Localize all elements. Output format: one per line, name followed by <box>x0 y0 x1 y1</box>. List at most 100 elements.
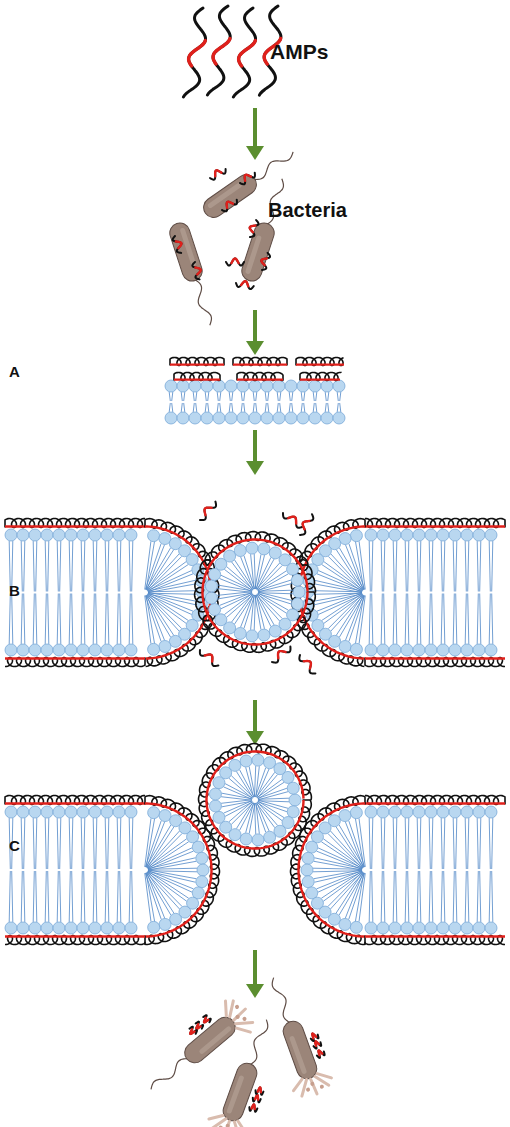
process-arrow <box>253 310 257 343</box>
peptide-layer <box>5 519 219 667</box>
lipid-head <box>321 380 333 392</box>
peptide-strand <box>316 1049 326 1059</box>
lipid-tail <box>258 788 288 800</box>
lipid-tail <box>69 871 73 922</box>
lipid-head <box>148 921 160 933</box>
peptide-strand <box>207 6 230 95</box>
lipid-tail <box>129 818 133 869</box>
lipid-tail <box>301 403 305 412</box>
flagellum <box>251 149 295 183</box>
lipid-head <box>285 412 297 424</box>
process-arrow <box>246 341 264 355</box>
lipid-head <box>65 529 77 541</box>
lipid-head <box>17 922 29 934</box>
lipid-tail <box>241 403 245 412</box>
lipid-head <box>189 412 201 424</box>
flagellum <box>270 976 294 1024</box>
lipid-head <box>289 794 301 806</box>
peptide-layer <box>199 744 312 857</box>
lipid-tails <box>313 818 493 922</box>
lipid-tail <box>229 392 233 401</box>
process-arrow <box>246 146 264 160</box>
lipid-tail <box>393 871 397 922</box>
lipid-tail <box>289 392 293 401</box>
lipid-head <box>485 644 497 656</box>
peptide-strand <box>194 1021 205 1032</box>
peptide-strand <box>222 200 237 212</box>
process-arrow <box>253 950 257 986</box>
lipid-tail <box>193 403 197 412</box>
membrane-panel-b <box>5 502 505 674</box>
peptide-hydrophobic-face <box>304 661 311 669</box>
lipid-head <box>350 643 362 655</box>
lipid-tail <box>441 871 445 922</box>
lipid-tail <box>441 541 445 592</box>
lipid-tail <box>289 403 293 412</box>
lipid-head <box>29 922 41 934</box>
lipid-tail <box>145 595 164 641</box>
lipid-head <box>273 380 285 392</box>
peptide-strand <box>300 514 313 535</box>
lipid-tail <box>369 594 373 645</box>
peptide-hydrophobic-face <box>365 802 505 804</box>
lipid-head <box>209 800 221 812</box>
peptide-strand <box>183 8 205 97</box>
lipid-head <box>125 922 137 934</box>
leaking-content <box>291 1079 305 1091</box>
lipid-tail <box>255 803 260 834</box>
peptide-hydrophobic-face <box>227 202 233 208</box>
lysed-bacteria <box>137 970 337 1127</box>
lipid-head <box>77 806 89 818</box>
lipid-tail <box>356 595 366 643</box>
peptide-coil <box>145 796 219 945</box>
lipid-head <box>41 644 53 656</box>
lipid-tail <box>129 594 133 645</box>
lipid-head <box>401 644 413 656</box>
lipid-head <box>77 644 89 656</box>
lipid-head <box>213 811 225 823</box>
peptide-hydrophobic-face <box>312 1033 317 1039</box>
lipid-tail <box>21 594 25 645</box>
lipid-head <box>249 380 261 392</box>
lipid-head <box>159 810 171 822</box>
peptide-hydrophobic-face <box>318 1050 323 1056</box>
lipid-tail <box>33 541 37 592</box>
lipid-head <box>201 380 213 392</box>
lipid-head <box>413 806 425 818</box>
lipid-tail <box>381 871 385 922</box>
lipid-head <box>350 530 362 542</box>
lipid-tail <box>256 594 274 626</box>
lipid-tail <box>345 873 364 920</box>
leaking-content <box>224 1121 230 1127</box>
peptide-hydrophobic-face <box>5 935 145 937</box>
peptide-hydrophobic-face <box>365 525 505 527</box>
lipid-head <box>240 833 252 845</box>
lipid-tail <box>129 871 133 922</box>
panel-label: C <box>9 838 20 855</box>
peptide-hydrophobic-face <box>203 1017 209 1022</box>
leaking-content <box>219 994 259 1037</box>
process-arrow <box>246 950 264 998</box>
lipid-tail <box>417 871 421 922</box>
lipid-head <box>449 806 461 818</box>
peptide-hydrophobic-face <box>215 170 221 176</box>
lipid-tail <box>117 594 121 645</box>
peptide-hydrophobic-face <box>261 258 267 265</box>
lipid-head <box>53 806 65 818</box>
bound-peptides <box>173 169 270 289</box>
lipid-tail <box>45 871 49 922</box>
lipid-tail <box>429 541 433 592</box>
peptide-hydrophobic-face <box>205 655 213 662</box>
lipid-head <box>425 644 437 656</box>
lipid-head <box>159 918 171 930</box>
lipid-head <box>17 529 29 541</box>
lipid-tail <box>246 766 255 797</box>
lipid-head <box>234 627 246 639</box>
lipid-head <box>213 412 225 424</box>
peptide-coil <box>291 796 365 945</box>
lipid-head <box>5 806 17 818</box>
lipid-head <box>437 529 449 541</box>
lipid-tail <box>405 541 409 592</box>
lipid-tail <box>93 818 97 869</box>
peptide-hydrophobic-face <box>205 508 212 516</box>
